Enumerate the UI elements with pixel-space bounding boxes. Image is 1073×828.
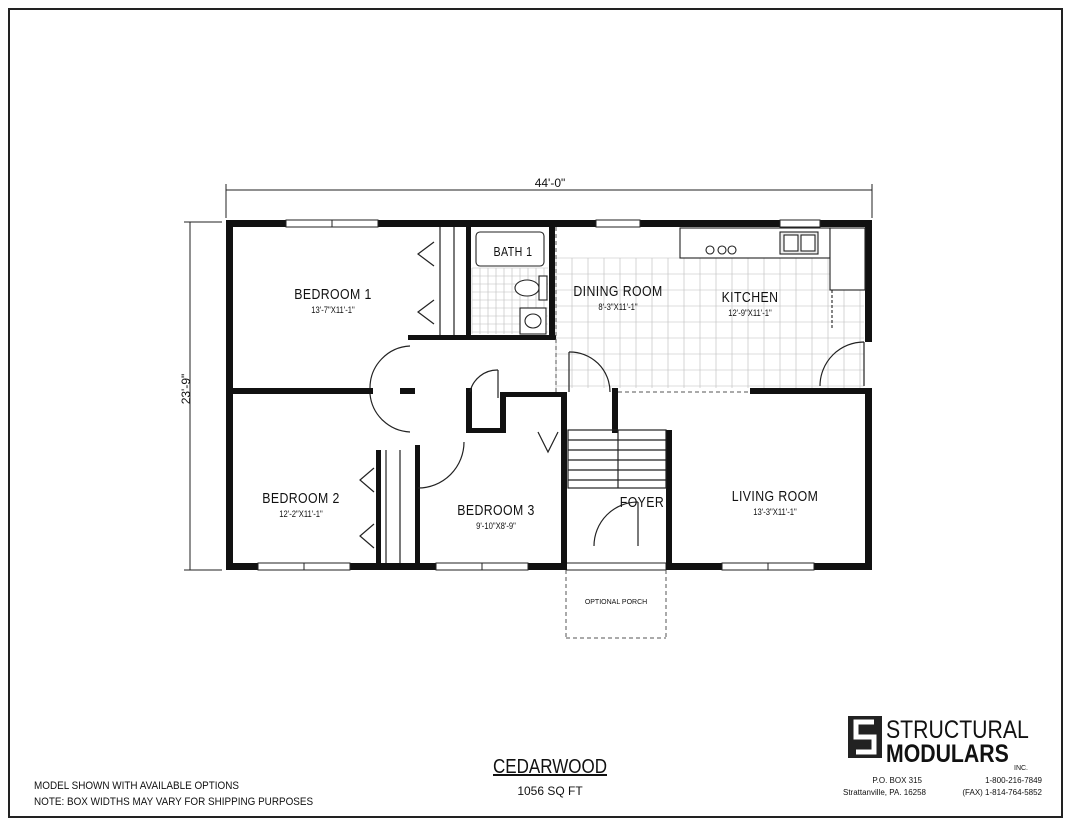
bath-tile xyxy=(471,267,548,334)
company-name-line2: MODULARS xyxy=(886,740,1009,768)
stairs xyxy=(567,429,667,489)
model-name: CEDARWOOD xyxy=(493,756,607,778)
room-dining-dims: 8'-3"X11'-1" xyxy=(598,302,638,312)
room-living-name: LIVING ROOM xyxy=(731,488,819,505)
company-phone: 1-800-216-7849 xyxy=(985,776,1042,785)
company-fax: (FAX) 1-814-764-5852 xyxy=(962,788,1042,797)
note-options: MODEL SHOWN WITH AVAILABLE OPTIONS xyxy=(34,780,240,792)
kitchen-counters xyxy=(679,227,866,330)
closet-details xyxy=(359,227,559,563)
company-address2: Strattanville, PA. 16258 xyxy=(842,788,926,797)
company-address1: P.O. BOX 315 xyxy=(872,776,922,785)
company-name-line1: STRUCTURAL xyxy=(886,716,1029,744)
width-dimension: 44'-0" xyxy=(534,176,566,190)
room-kitchen-name: KITCHEN xyxy=(721,289,779,306)
room-bedroom1-name: BEDROOM 1 xyxy=(294,286,372,303)
room-dining-name: DINING ROOM xyxy=(573,283,663,300)
room-bedroom2-name: BEDROOM 2 xyxy=(262,490,340,507)
porch-label: OPTIONAL PORCH xyxy=(584,599,648,606)
open-dashes xyxy=(555,227,750,639)
drawing-sheet-border xyxy=(8,8,1063,818)
room-living-dims: 13'-3"X11'-1" xyxy=(753,507,797,517)
company-logo-icon xyxy=(848,716,882,758)
exterior-walls xyxy=(226,220,872,570)
room-bedroom3-name: BEDROOM 3 xyxy=(457,502,535,519)
depth-dimension: 23'-9" xyxy=(179,373,193,405)
room-bedroom2-dims: 12'-2"X11'-1" xyxy=(279,509,323,519)
note-box-widths: NOTE: BOX WIDTHS MAY VARY FOR SHIPPING P… xyxy=(34,796,314,808)
room-bedroom1-dims: 13'-7"X11'-1" xyxy=(311,305,355,315)
bath-fixtures xyxy=(475,231,548,335)
interior-walls xyxy=(233,227,865,570)
dimension-lines xyxy=(184,184,873,571)
room-bath1-name: BATH 1 xyxy=(493,244,533,259)
model-area: 1056 SQ FT xyxy=(517,784,583,798)
room-bedroom3-dims: 9'-10"X8'-9" xyxy=(476,521,516,531)
tile-grid xyxy=(555,257,864,388)
window-mullions xyxy=(303,220,769,570)
door-swings xyxy=(369,341,865,547)
room-foyer-name: FOYER xyxy=(619,494,665,511)
company-inc: INC. xyxy=(1014,765,1028,772)
room-kitchen-dims: 12'-9"X11'-1" xyxy=(728,308,772,318)
